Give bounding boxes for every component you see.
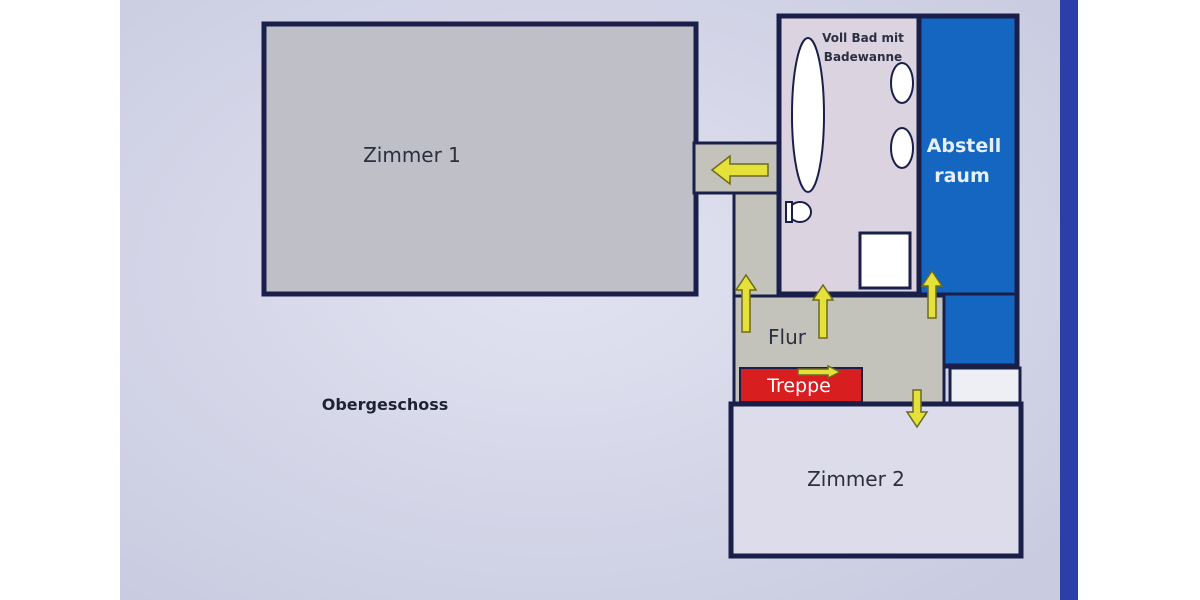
arrow-up-icon	[920, 269, 944, 319]
niche-box	[948, 366, 1022, 410]
arrow-right-icon	[797, 364, 842, 380]
label-bad-line-1: Voll Bad mit	[822, 31, 904, 45]
flow-arrows	[710, 154, 944, 429]
monitor-bezel-edge	[1060, 0, 1078, 600]
label-abstell-line-2: raum	[934, 165, 990, 187]
label-bad-line-2: Badewanne	[824, 50, 902, 64]
label-treppe: Treppe	[766, 375, 831, 397]
arrow-up-icon	[734, 273, 758, 333]
label-abstell-line-1: Abstell	[927, 135, 1002, 157]
room-zimmer-1	[261, 21, 699, 297]
label-zimmer-1: Zimmer 1	[363, 143, 461, 167]
sink-icon	[890, 127, 914, 169]
sink-icon	[890, 62, 914, 104]
room-zimmer-2	[728, 401, 1024, 559]
arrow-up-icon	[811, 283, 835, 339]
toilet-icon	[785, 201, 812, 223]
bathtub-icon	[791, 37, 825, 193]
label-flur: Flur	[768, 325, 807, 349]
arrow-left-icon	[710, 154, 769, 186]
stairs-treppe	[739, 367, 863, 403]
shower-icon	[858, 231, 912, 290]
label-zimmer-2: Zimmer 2	[807, 467, 905, 491]
arrow-down-icon	[905, 389, 929, 429]
label-floor-name: Obergeschoss	[322, 395, 449, 414]
